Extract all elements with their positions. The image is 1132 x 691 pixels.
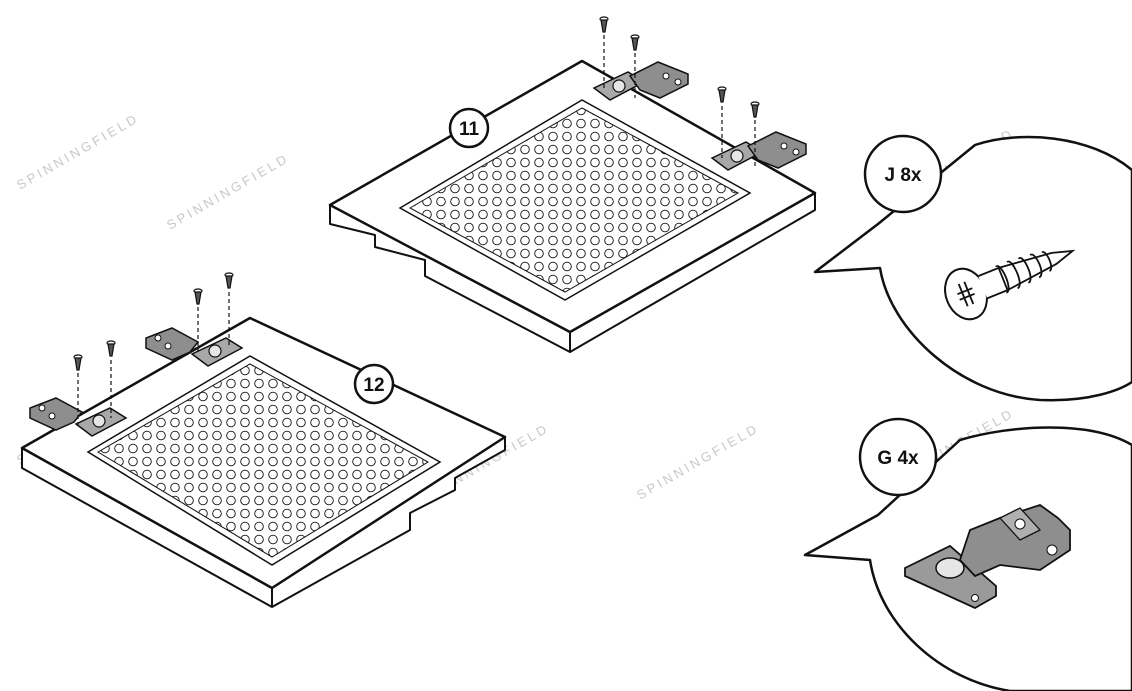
hinge-part: [710, 131, 807, 171]
screw-icon: [750, 101, 760, 168]
door-panel-12: [20, 316, 507, 608]
screw-icon: [599, 16, 609, 88]
door-panel-11: [328, 59, 817, 353]
step-badge-12: 12: [353, 363, 395, 405]
hinge-part: [29, 397, 128, 437]
screw-icon: [630, 34, 640, 98]
screw-icon: [224, 272, 234, 345]
watermark: SPINNINGFIELD: [634, 420, 762, 502]
screw-icon: [106, 340, 116, 418]
callout-label: J 8x: [885, 165, 922, 186]
screws: [73, 16, 760, 428]
screw-icon: [717, 86, 727, 158]
step-badge-11: 11: [448, 107, 490, 149]
wood-screw-icon: [944, 249, 1076, 321]
watermark: SPINNINGFIELD: [164, 150, 292, 232]
screw-icon: [73, 354, 83, 428]
step-number: 12: [363, 375, 384, 396]
step-number: 11: [459, 119, 480, 140]
callout-label: G 4x: [877, 448, 919, 469]
callout-hinges: G 4x: [803, 417, 1132, 691]
hinge-part: [592, 61, 689, 101]
watermark: SPINNINGFIELD: [14, 110, 142, 192]
cabinet-hinge-icon: [904, 504, 1071, 610]
screw-icon: [193, 288, 203, 352]
callout-screws: J 8x: [813, 134, 1132, 402]
hinge-part: [145, 327, 244, 367]
